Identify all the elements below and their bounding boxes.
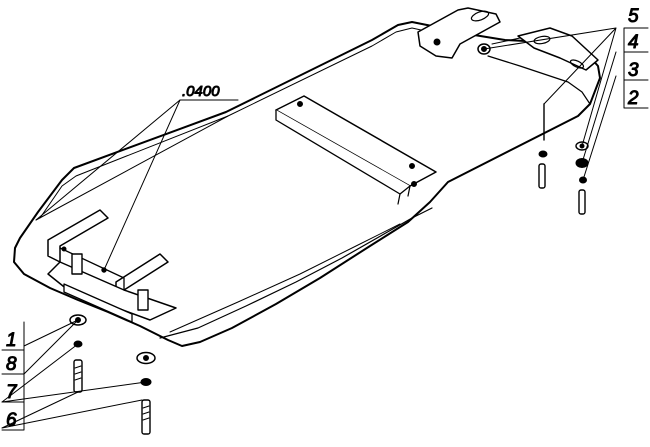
front-bracket-assembly xyxy=(47,209,177,323)
skid-plate-left-bend xyxy=(35,115,229,221)
right-fastener-a-washer xyxy=(538,150,548,158)
callout-1-leader xyxy=(23,319,79,347)
skid-plate-inner-edge xyxy=(39,27,431,219)
center-bracket-hole-a xyxy=(297,101,303,107)
top-bracket-right-slot-b xyxy=(569,59,585,69)
callout-4-leader xyxy=(581,51,617,164)
callout-6: 6 xyxy=(6,410,17,431)
skid-plate-right-step xyxy=(487,55,591,105)
skid-plate-lower-bend xyxy=(159,207,433,339)
right-bolt-b xyxy=(578,189,586,215)
front-bracket-tab-left xyxy=(47,209,109,263)
left-bolt-a xyxy=(73,359,83,393)
center-bracket-hole-b xyxy=(409,163,415,169)
left-bolt-a-thread xyxy=(74,365,82,381)
center-bracket-foot xyxy=(397,185,411,205)
callout-8: 8 xyxy=(6,354,17,375)
callout-4: 4 xyxy=(628,32,639,53)
center-bracket-side xyxy=(275,109,411,195)
leader-lines xyxy=(1,27,649,431)
front-spacer-left xyxy=(71,253,83,275)
part-label-leader-2 xyxy=(35,99,181,221)
callout-5-leaders xyxy=(483,27,617,147)
skid-plate-lower-bend-2 xyxy=(169,223,401,333)
top-bracket-left-slot xyxy=(470,10,490,22)
callout-1: 1 xyxy=(6,330,17,351)
callout-6-leaders xyxy=(1,391,143,429)
callout-7-leaders xyxy=(1,343,147,403)
part-number-label: .0400 xyxy=(182,83,220,100)
callout-7: 7 xyxy=(6,382,18,403)
top-bracket-left-hole xyxy=(433,38,441,46)
top-bracket-left xyxy=(417,7,501,59)
left-fastener-stack-b xyxy=(136,351,156,435)
front-bracket-hole-b xyxy=(61,246,67,252)
right-fastener-stack-a xyxy=(538,103,548,189)
callout-2: 2 xyxy=(627,88,639,109)
left-bolt-b-thread xyxy=(142,405,150,421)
callout-3-leader xyxy=(582,75,617,181)
front-bracket-lower-plate xyxy=(63,283,133,323)
callout-8-leader xyxy=(23,319,79,375)
top-bracket-right-body xyxy=(517,27,599,71)
left-bolt-b xyxy=(141,399,151,435)
callout-5: 5 xyxy=(628,6,639,27)
center-bracket xyxy=(275,95,437,205)
right-bolt-a xyxy=(538,163,546,189)
callout-3: 3 xyxy=(628,60,639,81)
callout-right-frame xyxy=(623,27,649,109)
center-bracket-hole-c xyxy=(411,181,417,187)
left-fastener-stack-a xyxy=(69,314,87,393)
callout-left-frame xyxy=(1,321,25,431)
right-fastener-stack-b xyxy=(575,141,589,215)
part-label-leader xyxy=(103,99,181,271)
front-spacer-right xyxy=(137,289,149,311)
left-washer-b-hole xyxy=(143,355,149,361)
